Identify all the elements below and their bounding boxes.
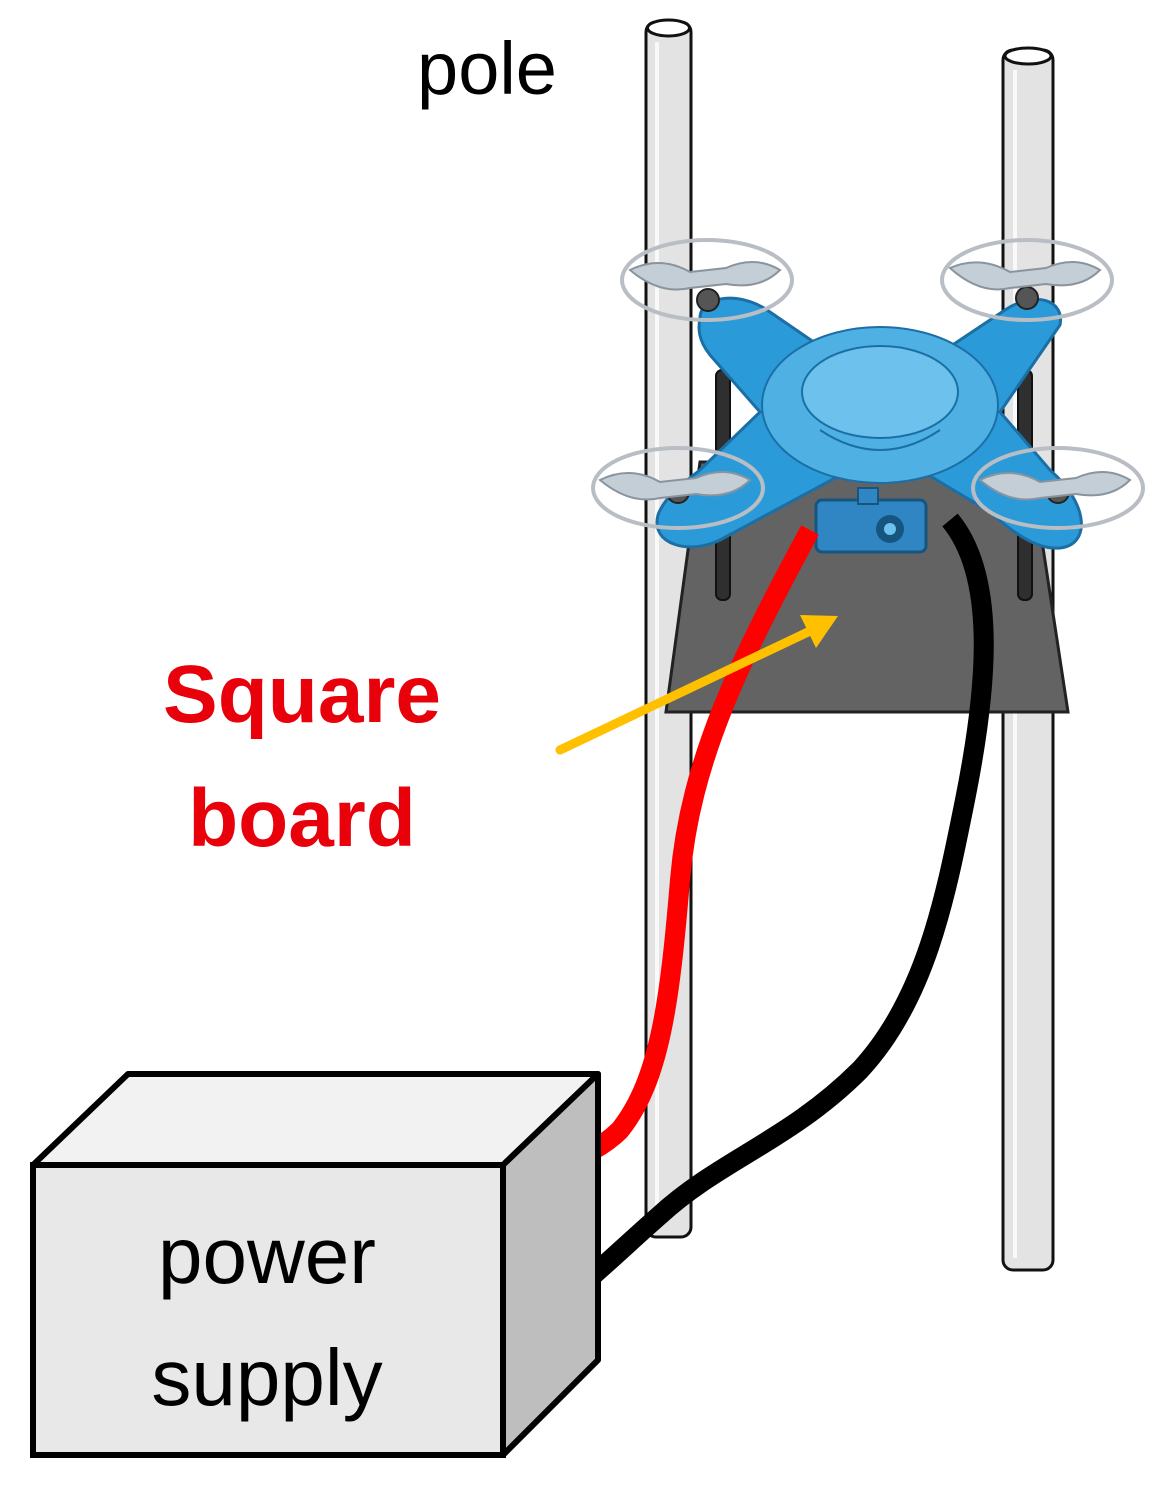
pole-label: pole [417, 27, 557, 110]
power-supply-box [30, 1071, 601, 1458]
black-wire [544, 513, 994, 1319]
propeller-guards [591, 238, 1145, 530]
square-board-label-line2: board [188, 773, 416, 864]
power-supply-label-line1: power [158, 1211, 376, 1300]
square-board-label-line1: Square [163, 649, 441, 740]
camera [814, 498, 928, 554]
propeller-blades [598, 261, 1132, 501]
power-supply-label-line2: supply [151, 1333, 382, 1422]
pointer-arrow [555, 615, 838, 755]
